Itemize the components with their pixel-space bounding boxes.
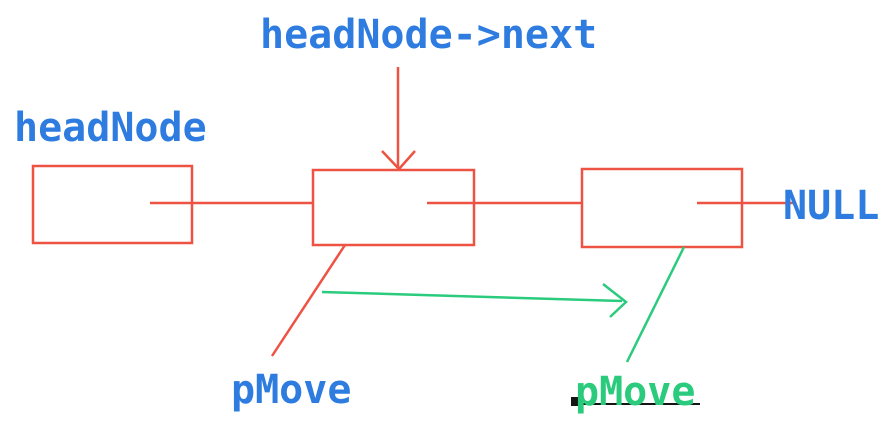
label-headnode-next: headNode->next [260,12,598,58]
label-null: NULL [783,183,880,229]
head-node-box [31,164,194,245]
label-headnode: headNode [14,105,207,151]
arrowhead-right-icon [602,283,628,318]
text-cursor-square [571,397,580,406]
arrowhead-down-icon [381,150,416,171]
middle-node-box [311,168,476,247]
label-pmove-old: pMove [231,367,352,413]
label-pmove-new: pMove [575,369,696,415]
pmove-advance-arrow [321,283,628,318]
pmove-new-leader-line [625,246,686,363]
tail-node-box [580,167,744,249]
headnode-next-arrow [381,67,416,171]
pmove-old-leader-line [270,244,347,357]
